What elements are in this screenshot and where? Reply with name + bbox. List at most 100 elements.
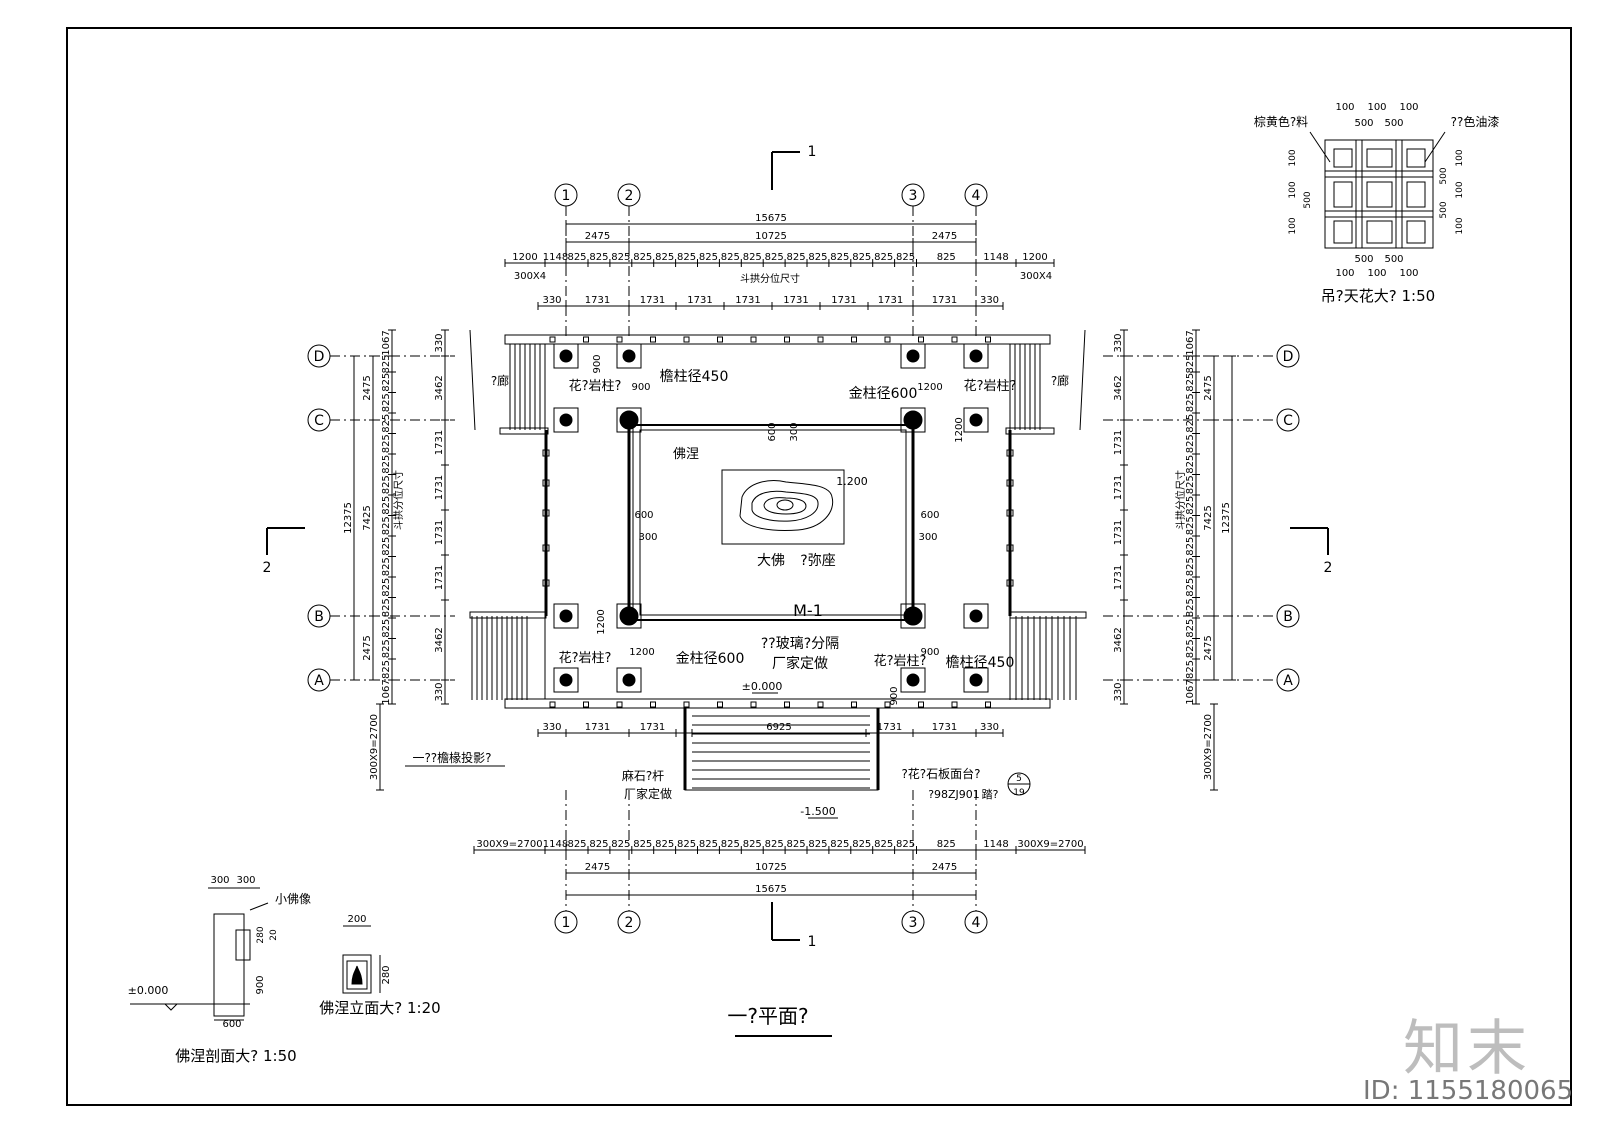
dim-text: 825 (633, 252, 652, 263)
plan-rect (616, 667, 642, 693)
plan-rect (1006, 509, 1014, 517)
dim-text: 825 (1185, 455, 1196, 474)
dim-text: 1200 (596, 609, 607, 634)
label-factory-made: 厂家定做 (624, 786, 672, 801)
plan-rect (963, 407, 989, 433)
label-stone-deck: ?花?石板面台? (901, 766, 980, 781)
dim-text: 20 (269, 929, 279, 941)
dim-text: 600 (767, 422, 778, 441)
dim-text: 825 (381, 496, 392, 515)
dim-text: 1200 (917, 382, 942, 393)
axis-label-row: B (1283, 609, 1293, 625)
axis-label-col: 4 (972, 915, 981, 931)
dim-text: 825 (1185, 639, 1196, 658)
dim-text: 600 (222, 1019, 241, 1030)
dim-text: 300 (210, 875, 229, 886)
dim-text: 825 (896, 839, 915, 850)
plan-rect (1006, 449, 1014, 457)
niche-elevation-detail (342, 954, 372, 994)
dim-text: 825 (567, 252, 586, 263)
axis-label-col: 4 (972, 188, 981, 204)
dim-text: 825 (1185, 557, 1196, 576)
dim-text: 900 (255, 975, 266, 994)
dim-text: 825 (765, 252, 784, 263)
plan-rect (817, 336, 824, 343)
plan-rect (750, 701, 757, 708)
dim-text: 280 (256, 926, 266, 943)
plan-rect (616, 336, 623, 343)
label-elevation: 1.200 (836, 475, 868, 488)
dim-text: 825 (381, 660, 392, 679)
dim-text: 825 (1185, 414, 1196, 433)
dim-text: 825 (1185, 354, 1196, 373)
dim-text: 500 (1384, 254, 1403, 265)
column (903, 410, 923, 430)
dim-text: 1731 (1113, 520, 1124, 545)
axis-bubble-row (1276, 408, 1300, 432)
dim-text: 330 (1113, 682, 1124, 701)
plan-rect (985, 336, 991, 343)
plan-rect (1006, 479, 1014, 487)
dim-text: 500 (1354, 118, 1373, 129)
plan-rect (884, 701, 891, 708)
dim-text: 330 (980, 295, 999, 306)
dim-text: 825 (611, 839, 630, 850)
plan-rect (583, 701, 589, 708)
level-label: -1.500 (800, 805, 835, 818)
axis-bubble-row (1276, 604, 1300, 628)
dim-text: 300 (789, 422, 800, 441)
dim-text: 825 (1185, 393, 1196, 412)
label-stone-railing: 麻石?杆 (622, 768, 664, 783)
plan-rect (553, 343, 579, 369)
axis-label-row: A (314, 673, 324, 689)
dim-text: 825 (896, 252, 915, 263)
dim-text: 2475 (1203, 635, 1214, 660)
axis-label-col: 3 (909, 188, 918, 204)
dim-text: 2475 (932, 862, 957, 873)
column (559, 609, 573, 623)
plan-rect (616, 701, 623, 708)
column (622, 673, 636, 687)
dim-text: 1731 (1113, 475, 1124, 500)
column (906, 349, 920, 363)
plan-line (1079, 329, 1086, 431)
dim-text: 2475 (362, 635, 373, 660)
plan-rect (542, 509, 550, 517)
plan-line (1309, 131, 1331, 163)
dim-text: 6925 (766, 722, 791, 733)
dim-text: 1731 (831, 295, 856, 306)
dim-text: 1731 (878, 295, 903, 306)
column (906, 673, 920, 687)
dim-text: 825 (808, 252, 827, 263)
dim-text: 1148 (543, 252, 568, 263)
axis-label-row: C (1283, 413, 1293, 429)
label-ref-std: ?98ZJ901 (928, 788, 980, 801)
dim-text: 825 (808, 839, 827, 850)
axis-label-row: C (314, 413, 324, 429)
dim-text: 100 (1399, 102, 1418, 113)
section-mark-1-top: 1 (808, 144, 817, 160)
dim-text: 825 (381, 434, 392, 453)
axis-label-row: D (314, 349, 325, 365)
dim-text: 825 (787, 839, 806, 850)
section-title: 佛涅剖面大? 1:50 (175, 1047, 296, 1065)
dim-text: 12375 (343, 502, 354, 534)
dim-text: 825 (874, 839, 893, 850)
dim-text: 1731 (687, 295, 712, 306)
dim-text: 500 (1439, 201, 1449, 218)
column (969, 609, 983, 623)
dim-text: 10725 (755, 862, 787, 873)
column (969, 413, 983, 427)
plan-rect (717, 336, 723, 343)
elevation-title: 佛涅立面大? 1:20 (319, 999, 440, 1017)
dim-text: 825 (677, 839, 696, 850)
dim-text: 2475 (932, 231, 957, 242)
axis-label-col: 1 (562, 915, 571, 931)
label-glass-partition: ??玻璃?分隔 (761, 635, 839, 652)
dim-text: 825 (381, 455, 392, 474)
dim-text: 330 (980, 722, 999, 733)
column (559, 349, 573, 363)
dim-text: 1200 (512, 252, 537, 263)
dim-text: 1731 (783, 295, 808, 306)
dim-text: 1731 (640, 722, 665, 733)
